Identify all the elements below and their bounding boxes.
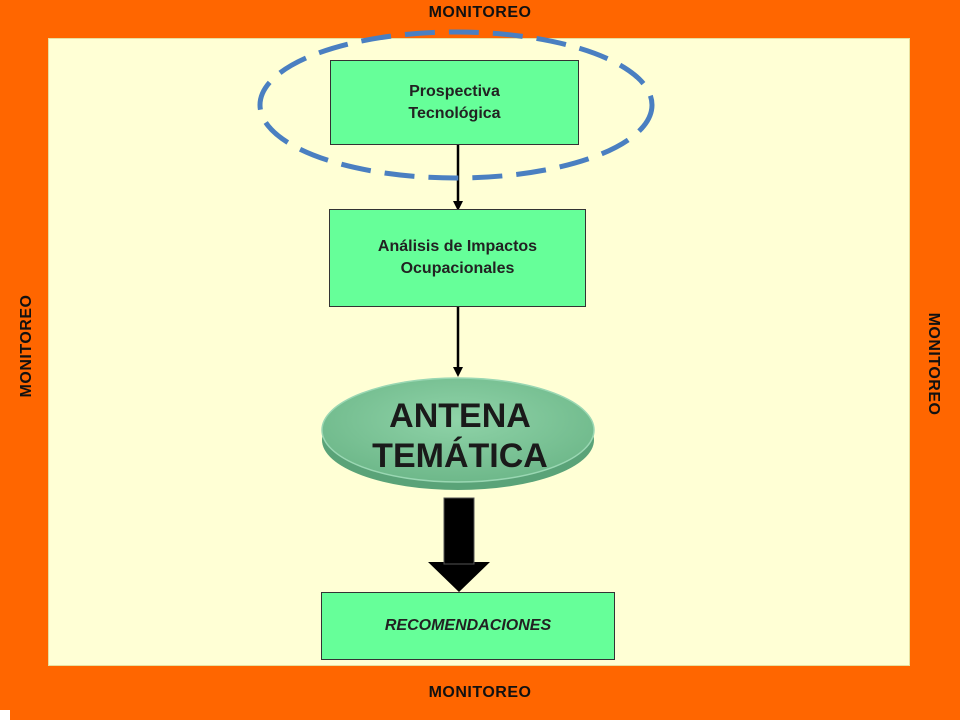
corner-mark xyxy=(0,710,10,720)
step-analisis-box: Análisis de Impactos Ocupacionales xyxy=(329,209,586,307)
antena-disc-shape xyxy=(321,377,595,490)
antena-tematica-label: ANTENA TEMÁTICA xyxy=(372,397,548,475)
monitoreo-label-top: MONITOREO xyxy=(428,4,532,21)
highlight-dashed-ellipse xyxy=(257,29,655,181)
block-arrow-down xyxy=(428,497,490,592)
monitoreo-label-bottom: MONITOREO xyxy=(428,684,532,701)
step-prospectiva-box: Prospectiva Tecnológica xyxy=(330,60,579,145)
step-recomendaciones-box: RECOMENDACIONES xyxy=(321,592,615,660)
